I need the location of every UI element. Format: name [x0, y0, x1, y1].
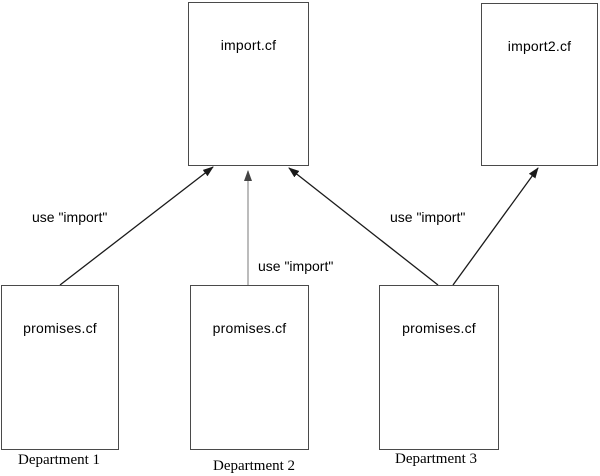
arrow-promises3-to-import2: [452, 167, 539, 286]
caption-department-1: Department 1: [18, 452, 101, 468]
edge-label-use-import-1: use "import": [32, 209, 108, 225]
arrow-promises1-to-import: [59, 166, 214, 286]
edge-label-use-import-3: use "import": [390, 209, 466, 225]
node-import-cf-label: import.cf: [220, 37, 277, 53]
edge-label-use-import-2: use "import": [258, 258, 334, 274]
node-promises-cf-2: promises.cf: [190, 285, 309, 450]
caption-department-2: Department 2: [213, 458, 296, 474]
node-promises-cf-1-label: promises.cf: [23, 320, 97, 336]
node-promises-cf-3-label: promises.cf: [402, 320, 476, 336]
node-promises-cf-2-label: promises.cf: [212, 320, 287, 336]
caption-department-3: Department 3: [395, 451, 478, 467]
node-promises-cf-1: promises.cf: [1, 285, 119, 450]
node-import2-cf-label: import2.cf: [507, 38, 572, 54]
node-promises-cf-3: promises.cf: [379, 285, 499, 450]
node-import2-cf: import2.cf: [481, 3, 598, 166]
node-import-cf: import.cf: [188, 2, 309, 166]
